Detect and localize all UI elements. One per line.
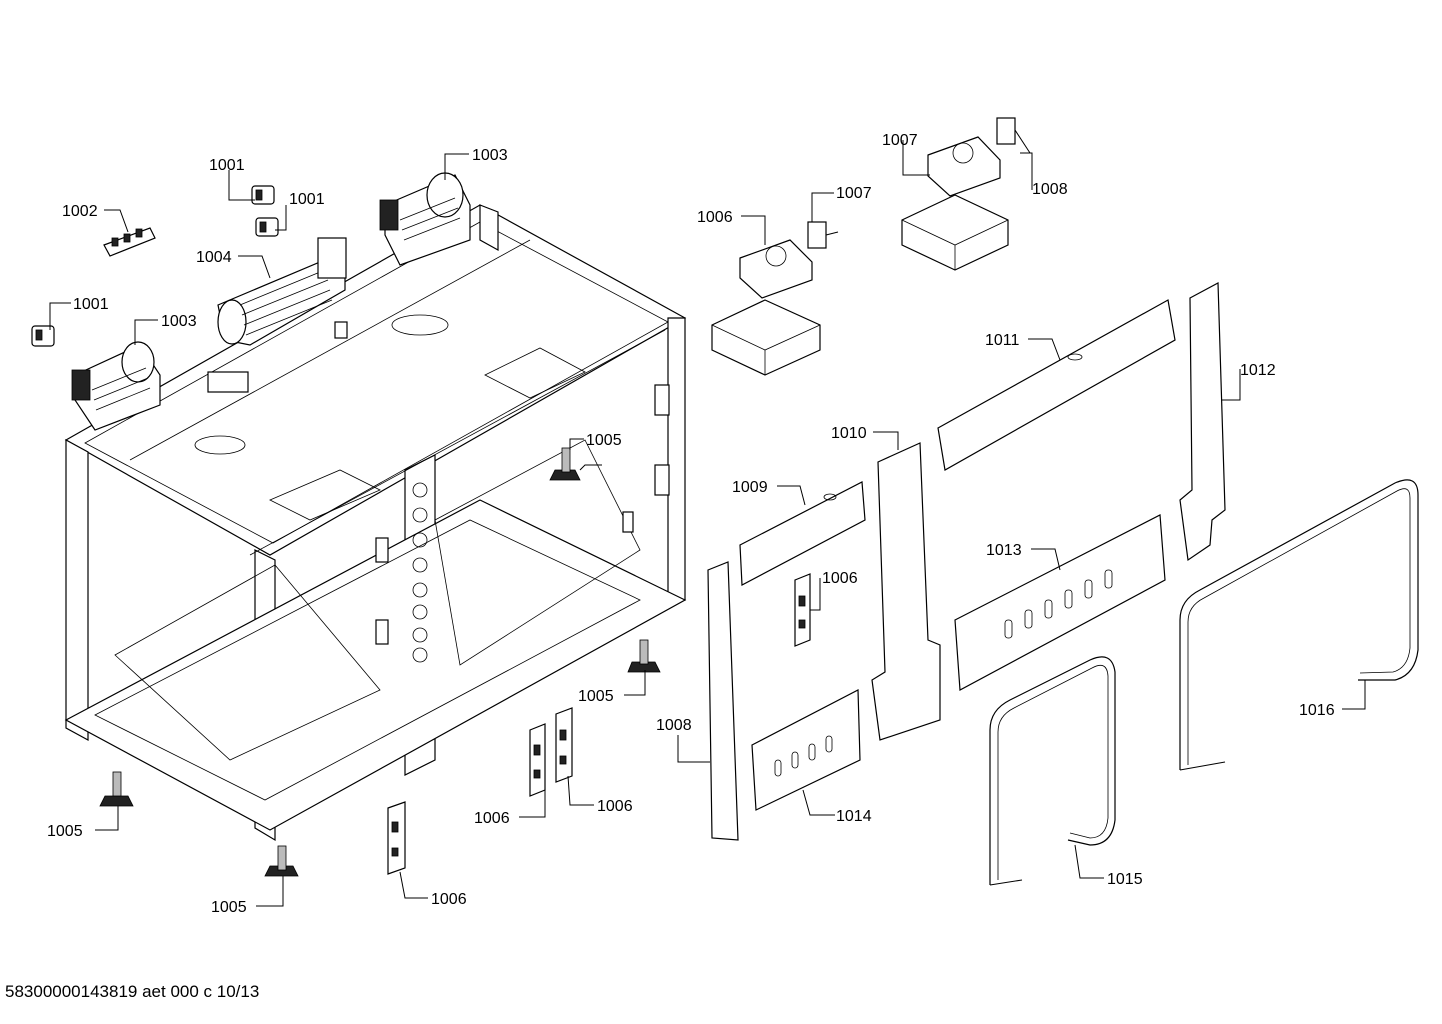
callout-label: 1010	[831, 425, 867, 442]
panel-1013	[1179, 282, 1226, 562]
callout-labels: 1001 1001 1001 1002 1003 1003 1004 1005 …	[47, 132, 1335, 916]
foot-1005-c	[99, 771, 134, 807]
foot-1005-a	[549, 447, 581, 481]
callout-label: 1001	[209, 157, 245, 174]
document-code: 58300000143819 aet 000 c 10/13	[5, 982, 260, 1001]
rod-1016	[989, 656, 1116, 886]
callout-label: 1005	[211, 899, 247, 916]
callout-label: 1013	[986, 542, 1022, 559]
foot-1005-b	[627, 639, 661, 673]
leader-lines	[49, 140, 1366, 907]
hinge-1006-a	[529, 723, 546, 797]
callout-label: 1014	[836, 808, 872, 825]
panel-1015	[751, 689, 861, 811]
tangential-fan-1004	[217, 237, 347, 346]
foot-1005-d	[264, 845, 299, 877]
switch-1001-a	[251, 185, 275, 205]
sensor-1008-b	[996, 117, 1031, 154]
callout-label: 1008	[1032, 181, 1068, 198]
hinge-1006-b	[555, 707, 573, 783]
panel-1014	[954, 514, 1166, 691]
fan-motor-1003-lower	[71, 341, 161, 431]
panel-1010	[739, 481, 866, 586]
callout-label: 1016	[1299, 702, 1335, 719]
panel-1011	[871, 442, 941, 741]
callout-label: 1007	[836, 185, 872, 202]
callout-label: 1009	[732, 479, 768, 496]
callout-label: 1002	[62, 203, 98, 220]
connector-1002	[103, 227, 156, 257]
switch-1001-c	[31, 325, 55, 347]
callout-label: 1006	[822, 570, 858, 587]
callout-label: 1003	[161, 313, 197, 330]
callout-label: 1006	[431, 891, 467, 908]
panel-1012	[937, 299, 1176, 471]
switch-1001-b	[255, 217, 279, 237]
switch-assembly-1007-b	[901, 136, 1009, 271]
callout-label: 1006	[697, 209, 733, 226]
callout-label: 1003	[472, 147, 508, 164]
fan-motor-1003-top	[379, 172, 471, 266]
oven-frame	[64, 204, 687, 842]
callout-label: 1015	[1107, 871, 1143, 888]
callout-label: 1006	[474, 810, 510, 827]
callout-label: 1007	[882, 132, 918, 149]
callout-label: 1012	[1240, 362, 1276, 379]
callout-label: 1001	[289, 191, 325, 208]
callout-label: 1005	[47, 823, 83, 840]
hinge-1006-d	[794, 573, 811, 647]
hinge-1006-c	[387, 801, 406, 875]
callout-label: 1008	[656, 717, 692, 734]
sensor-1008-a	[807, 221, 839, 249]
callout-label: 1011	[985, 332, 1020, 349]
callout-label: 1005	[578, 688, 614, 705]
callout-label: 1005	[586, 432, 622, 449]
callout-label: 1004	[196, 249, 232, 266]
side-panel-1009	[707, 561, 739, 841]
callout-label: 1006	[597, 798, 633, 815]
callout-label: 1001	[73, 296, 109, 313]
switch-assembly-1007-a	[711, 239, 821, 376]
rod-1017	[1179, 479, 1419, 771]
